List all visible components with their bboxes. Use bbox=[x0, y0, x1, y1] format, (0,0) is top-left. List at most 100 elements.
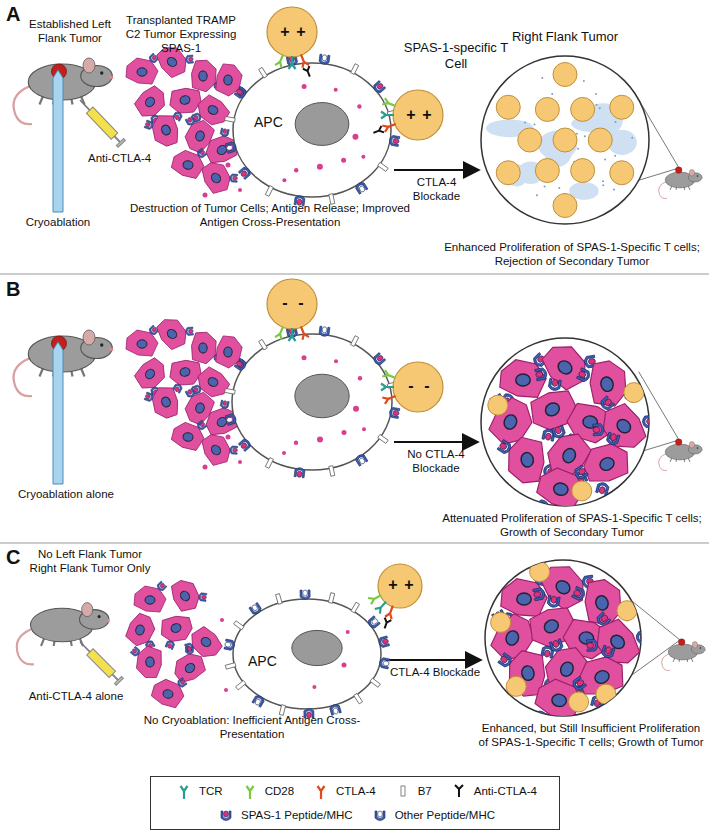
peptide bbox=[188, 57, 193, 61]
spas1-peptide-mhc bbox=[572, 586, 587, 601]
nucleus bbox=[137, 68, 147, 76]
peptide bbox=[537, 503, 546, 512]
receptor-shape bbox=[382, 370, 397, 381]
tumor-cell-body bbox=[131, 82, 170, 123]
spas1-peptide-mhc bbox=[618, 606, 633, 621]
legend-item: Other Peptide/MHC bbox=[369, 805, 495, 825]
mouse-body bbox=[665, 444, 695, 460]
tumor-cell bbox=[534, 422, 604, 489]
signal-sign: + bbox=[402, 575, 416, 594]
panel-letter: A bbox=[6, 2, 28, 26]
tumor-cell bbox=[142, 110, 184, 153]
mhc bbox=[623, 387, 638, 402]
spas1-peptide-mhc bbox=[230, 174, 238, 183]
tumor-cell bbox=[569, 641, 636, 712]
antigen bbox=[282, 451, 286, 455]
legend-sample bbox=[173, 781, 195, 801]
spas1-peptide-mhc bbox=[547, 595, 560, 608]
signal-sign: + bbox=[278, 22, 292, 41]
mhc bbox=[501, 611, 517, 627]
mhc bbox=[492, 610, 507, 625]
signal-sign: + bbox=[420, 105, 434, 124]
anti-ctla4 bbox=[455, 785, 463, 797]
antigen bbox=[317, 436, 323, 442]
spas1-peptide-mhc bbox=[492, 610, 507, 625]
mhc bbox=[172, 383, 183, 393]
tumor-cell-body bbox=[488, 610, 540, 667]
legend-sample bbox=[392, 781, 414, 801]
receptor-shape bbox=[381, 112, 394, 119]
peptide bbox=[640, 634, 648, 640]
spas1-peptide-mhc bbox=[286, 55, 298, 66]
spas1-peptide-mhc bbox=[596, 481, 610, 495]
mhc bbox=[220, 400, 229, 409]
tumor-cell bbox=[216, 64, 248, 97]
nucleus bbox=[207, 376, 220, 388]
mouse-legs bbox=[40, 368, 85, 377]
peptide bbox=[188, 329, 193, 333]
nucleus bbox=[179, 589, 192, 602]
t-cell bbox=[535, 159, 559, 183]
peptide bbox=[377, 811, 382, 817]
legend-item: CD28 bbox=[239, 781, 294, 801]
annotation: Attenuated Proliferation of SPAS-1-Speci… bbox=[438, 512, 706, 540]
peptide bbox=[145, 122, 151, 127]
debris-dot bbox=[595, 93, 597, 95]
spas1-peptide-mhc bbox=[601, 645, 615, 659]
peptide bbox=[148, 643, 154, 649]
spas1-peptide-mhc bbox=[144, 120, 154, 130]
mhc bbox=[389, 135, 400, 147]
annotation: Transplanted TRAMP C2 Tumor Expressing S… bbox=[120, 14, 242, 55]
tumor-cell bbox=[177, 386, 216, 426]
mouse-eye bbox=[697, 175, 698, 176]
tumor-cell bbox=[126, 325, 159, 356]
antigen-fragment bbox=[233, 389, 239, 395]
antigen bbox=[353, 406, 359, 412]
mhc bbox=[185, 388, 196, 399]
b7-shape bbox=[354, 693, 363, 704]
mouse-eye bbox=[100, 343, 103, 346]
tumor bbox=[675, 167, 682, 174]
tumor-cell bbox=[517, 374, 587, 446]
tumor-cell-body bbox=[536, 337, 596, 395]
tumor-cell-body bbox=[504, 647, 550, 700]
peptide bbox=[382, 638, 389, 644]
mhc bbox=[591, 694, 605, 708]
debris-dot bbox=[602, 180, 604, 182]
spas1-peptide-mhc bbox=[501, 611, 517, 627]
mhc bbox=[542, 676, 557, 692]
t-cell bbox=[610, 95, 634, 119]
other-peptide-mhc bbox=[224, 639, 235, 651]
debris-dot bbox=[613, 188, 615, 190]
mhc bbox=[547, 595, 560, 608]
b7 bbox=[328, 593, 334, 604]
receptor-shape bbox=[298, 53, 309, 68]
spas1-peptide-mhc bbox=[573, 470, 588, 485]
nucleus bbox=[614, 417, 633, 436]
b7 bbox=[225, 388, 236, 394]
mhc bbox=[176, 678, 187, 689]
peptide bbox=[187, 647, 191, 652]
debris-dot bbox=[524, 122, 526, 124]
spas1-peptide-mhc bbox=[571, 676, 587, 692]
tumor-cell-body bbox=[166, 356, 204, 390]
antigen-fragment bbox=[224, 688, 228, 692]
cell-label: APC bbox=[254, 114, 283, 130]
tumor-cell bbox=[177, 114, 216, 154]
spas1-peptide-mhc bbox=[548, 378, 561, 391]
receptor-shape bbox=[368, 592, 383, 604]
receptor-shape bbox=[385, 605, 396, 620]
spas1-peptide-mhc bbox=[185, 116, 196, 127]
mhc bbox=[156, 581, 167, 592]
b7 bbox=[378, 162, 388, 171]
mhc bbox=[572, 586, 587, 601]
peptide bbox=[393, 410, 400, 416]
tumor-cell-body bbox=[541, 426, 595, 484]
mhc bbox=[319, 54, 330, 65]
spas1-peptide-mhc bbox=[599, 396, 615, 412]
mhc bbox=[165, 640, 175, 650]
tumor-cell-body bbox=[579, 575, 628, 630]
debris-dot bbox=[534, 123, 536, 125]
nucleus bbox=[561, 446, 578, 464]
debris-dot bbox=[576, 133, 578, 135]
